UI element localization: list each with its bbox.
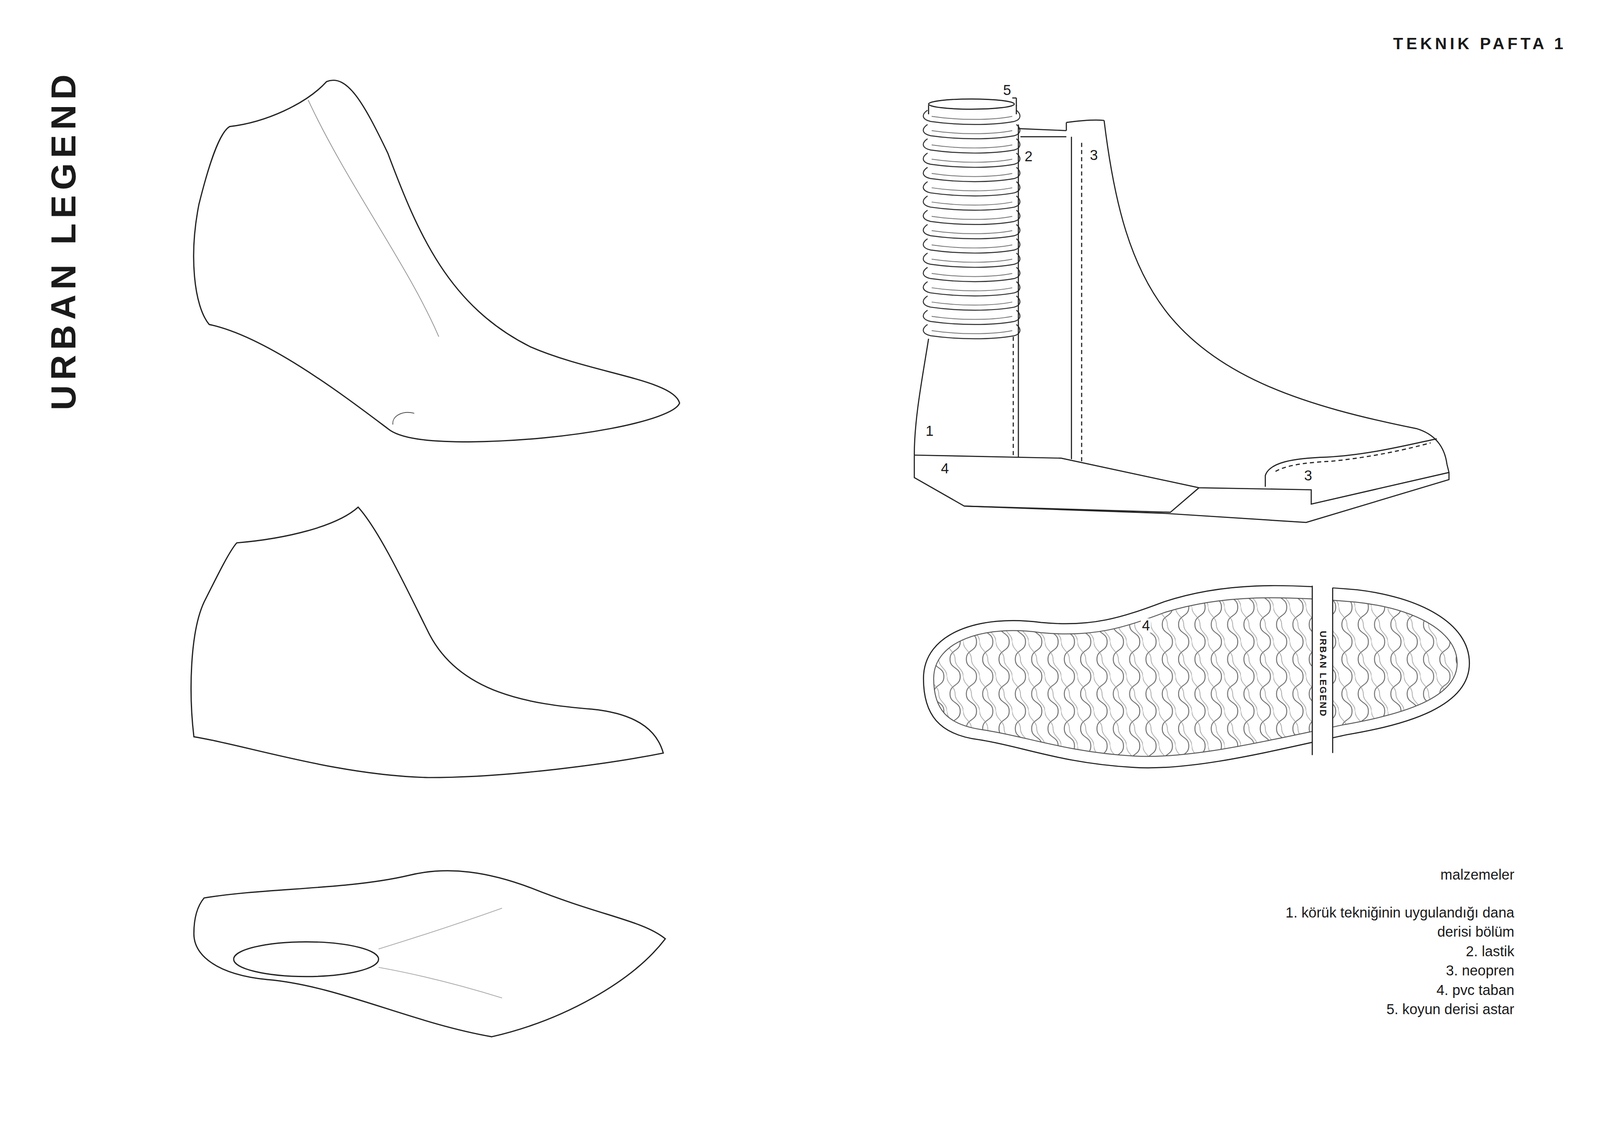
last-bottom-view (193, 870, 665, 1037)
callout-number: 4 (940, 461, 950, 476)
boot-side-view (914, 97, 1449, 523)
callout-number: 3 (1303, 468, 1314, 483)
list-heading: malzemeler (1269, 865, 1515, 885)
materials-list: malzemeler 1. körük tekniğinin uygulandığ… (1269, 865, 1515, 1020)
sheet-heading: TEKNIK PAFTA 1 (1393, 35, 1567, 53)
callout-number: 3 (1088, 147, 1099, 163)
callout-number: 4 (1140, 618, 1151, 633)
material-item: 4. pvc taban (1269, 980, 1515, 1000)
callout-number: 2 (1023, 149, 1034, 164)
material-item: 3. neopren (1269, 961, 1515, 981)
shoe-last (193, 80, 680, 443)
shoe-last-profile (191, 507, 664, 778)
callout-number: 5 (1002, 82, 1013, 97)
outsole-bottom-view (918, 581, 1475, 776)
sole-logo: URBAN LEGEND (1317, 630, 1328, 717)
callout-number: 1 (924, 423, 935, 438)
material-item: 2. lastik (1269, 941, 1515, 962)
material-item: 1. körük tekniğinin uygulandığı dana der… (1269, 902, 1515, 942)
material-item: 5. koyun derisi astar (1269, 1000, 1515, 1020)
brand-title: URBAN LEGEND (45, 69, 81, 411)
